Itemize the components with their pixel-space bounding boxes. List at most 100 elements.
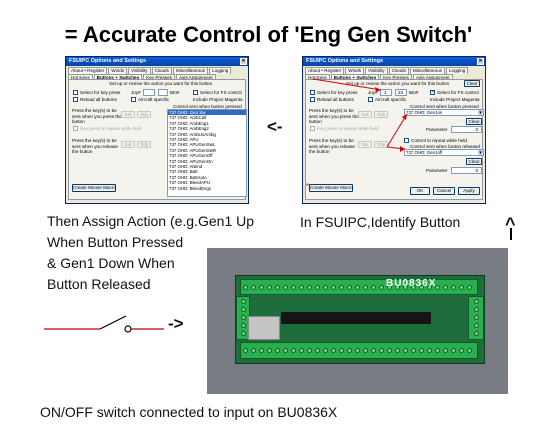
terminal-screw — [307, 284, 312, 290]
tab-axis-assignment[interactable]: Axis Assignment — [175, 74, 216, 81]
tab-miscellaneous[interactable]: Miscellaneous — [172, 67, 208, 74]
tidy-release-button[interactable]: Tidy — [137, 141, 151, 148]
close-icon[interactable]: ✕ — [240, 58, 247, 65]
up-arrow-stem — [510, 228, 515, 240]
terminal-screw — [291, 284, 296, 290]
list-item[interactable]: 737 OHD: Attend — [169, 164, 203, 170]
aircraft-specific-checkbox[interactable] — [368, 97, 373, 102]
control-pressed-dropdown[interactable]: 737 OHD: Gen1on — [404, 109, 484, 116]
tidy-release-button[interactable]: Tidy — [374, 141, 388, 148]
tab-visibility[interactable]: Visibility — [365, 67, 388, 74]
list-item[interactable]: 737 OHD: APUGenOff — [169, 153, 213, 159]
list-item[interactable]: 737 OHD: APUGenOn — [169, 158, 213, 164]
apply-button[interactable]: Apply — [458, 187, 480, 195]
create-mouse-macro-button[interactable]: Create Mouse Macro — [309, 184, 353, 192]
list-item[interactable]: 737 OHD: Batt — [169, 169, 198, 175]
create-mouse-macro-button[interactable]: Create Mouse Macro — [72, 184, 116, 192]
tidy-button[interactable]: Tidy — [137, 111, 151, 118]
terminal-screw — [347, 348, 352, 353]
list-item[interactable]: 737 OHD: AmbEng2 — [169, 126, 209, 132]
tab-clouds[interactable]: Clouds — [151, 67, 172, 74]
joy-field[interactable] — [143, 89, 155, 96]
tab-key-presses[interactable]: Key Presses — [380, 74, 412, 81]
ok-button[interactable]: OK — [410, 187, 430, 195]
close-icon[interactable]: ✕ — [477, 58, 484, 65]
terminal-screw — [473, 331, 479, 336]
select-keypress-label: Select for key press — [80, 90, 121, 95]
tab-buttons-switches[interactable]: Buttons + Switches — [330, 74, 380, 81]
control-list[interactable]: 737 OHD: Gen Sw 737 OHD: AmbCall 737 OHD… — [167, 109, 247, 197]
terminal-screw — [387, 284, 392, 290]
joy-label: Joy# — [368, 90, 378, 95]
clear-released-button[interactable]: Clear — [466, 158, 482, 165]
btn-field[interactable] — [158, 89, 168, 96]
tab-hot-keys[interactable]: Hot Keys — [68, 74, 93, 81]
terminal-screw — [307, 348, 312, 353]
list-item[interactable]: 737 OHD: AmbLtsAmbg — [169, 131, 216, 137]
btn-field[interactable]: 24 — [395, 89, 407, 96]
terminal-screw — [243, 284, 248, 290]
pcb: BU0836X — [235, 275, 485, 364]
terminal-screw — [347, 284, 352, 290]
joy-field[interactable]: 1 — [380, 89, 392, 96]
tab-key-presses[interactable]: Key Presses — [143, 74, 175, 81]
tab-hot-keys[interactable]: Hot Keys — [305, 74, 330, 81]
set-button[interactable]: Set — [358, 111, 372, 118]
aircraft-specific-label: Aircraft specific — [375, 97, 407, 102]
terminal-screw — [251, 284, 256, 290]
tab-about[interactable]: About • Register — [305, 67, 345, 74]
list-item[interactable]: 737 OHD: APUGenSwL — [169, 142, 216, 148]
set-release-button[interactable]: Set — [121, 141, 135, 148]
tab-miscellaneous[interactable]: Miscellaneous — [409, 67, 445, 74]
terminal-screw — [291, 348, 296, 353]
tab-clouds[interactable]: Clouds — [388, 67, 409, 74]
control-repeat-checkbox[interactable] — [404, 138, 409, 143]
list-item[interactable]: 737 OHD: AmbCall — [169, 115, 207, 121]
released-parameter-field[interactable]: 0 — [451, 167, 482, 174]
terminal-screw — [435, 284, 440, 290]
list-item[interactable]: 737 OHD: Gen Sw — [168, 110, 246, 116]
list-item[interactable]: 737 OHD: APU — [169, 137, 199, 143]
list-item[interactable]: 737 OHD: BattAuto — [169, 174, 207, 180]
terminal-screw — [459, 284, 464, 290]
pressed-parameter-field[interactable]: 0 — [451, 126, 482, 133]
tab-winds[interactable]: Winds — [108, 67, 128, 74]
reload-checkbox[interactable] — [73, 97, 78, 102]
set-release-button[interactable]: Set — [358, 141, 372, 148]
terminal-screw — [473, 323, 479, 328]
terminal-screw — [451, 284, 456, 290]
select-fs-control-checkbox[interactable] — [193, 90, 198, 95]
tab-logging[interactable]: Logging — [208, 67, 232, 74]
assign-caption: Then Assign Action (e.g.Gen1 Up When But… — [47, 211, 254, 295]
reload-checkbox[interactable] — [310, 97, 315, 102]
tab-about[interactable]: About • Register — [68, 67, 108, 74]
tab-axis-assignment[interactable]: Axis Assignment — [412, 74, 453, 81]
tab-logging[interactable]: Logging — [445, 67, 469, 74]
terminal-screw — [355, 348, 360, 353]
clear-button[interactable]: Clear — [464, 80, 480, 87]
key-repeat-checkbox[interactable] — [73, 126, 78, 131]
list-item[interactable]: 737 OHD: APUGenSwR — [169, 147, 217, 153]
cancel-button[interactable]: Cancel — [433, 187, 455, 195]
select-keypress-checkbox[interactable] — [310, 90, 315, 95]
key-repeat-checkbox[interactable] — [310, 126, 315, 131]
select-fs-control-checkbox[interactable]: ✓ — [430, 89, 436, 95]
control-released-dropdown[interactable]: 737 OHD: Gen1off — [404, 149, 484, 156]
terminal-screw — [371, 348, 376, 353]
list-item[interactable]: 737 OHD: BleedAPU — [169, 180, 210, 186]
set-button[interactable]: Set — [121, 111, 135, 118]
annotation-arrows: * — [306, 78, 408, 191]
arrowhead-icon — [400, 146, 405, 152]
bottom-caption: ON/OFF switch connected to input on BU08… — [40, 404, 338, 420]
select-keypress-checkbox[interactable] — [73, 90, 78, 95]
clear-pressed-button[interactable]: Clear — [466, 118, 482, 125]
aircraft-specific-checkbox[interactable] — [131, 97, 136, 102]
terminal-screw — [443, 348, 448, 353]
tab-buttons-switches[interactable]: Buttons + Switches — [93, 74, 143, 81]
tidy-button[interactable]: Tidy — [374, 111, 388, 118]
tab-visibility[interactable]: Visibility — [128, 67, 151, 74]
list-item[interactable]: 737 OHD: BleedEng1 — [169, 185, 212, 191]
tab-winds[interactable]: Winds — [345, 67, 365, 74]
list-item[interactable]: 737 OHD: AmbEng1 — [169, 120, 209, 126]
terminal-screw — [411, 348, 416, 353]
